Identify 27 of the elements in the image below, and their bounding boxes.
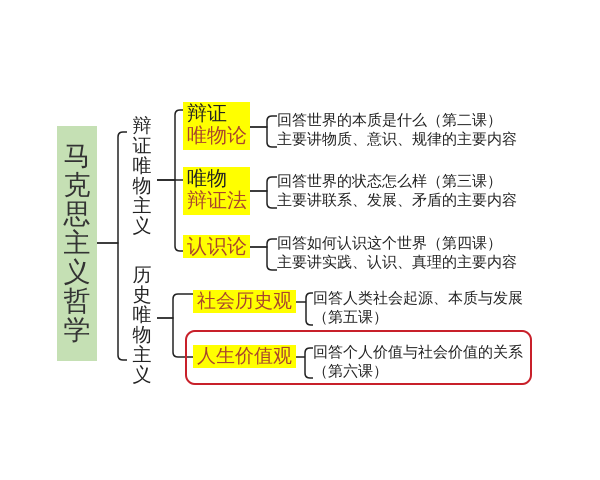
bracket: [295, 292, 314, 326]
bracket: [157, 179, 183, 252]
title-box: [57, 126, 97, 361]
description-text: 回答个人价值与社会价值的关系（第六课）: [313, 344, 529, 382]
branch-label: 历史唯物主义: [127, 266, 157, 386]
topic-label: 辩证法: [187, 190, 247, 212]
topic-label: 社会历史观: [197, 291, 293, 313]
topic-box: [183, 167, 250, 215]
description-text: 主要讲联系、发展、矛盾的主要内容: [277, 192, 529, 211]
bracket: [157, 317, 193, 358]
bracket: [250, 190, 277, 209]
topic-label: 唯物论: [187, 125, 247, 147]
topic-label: 人生价值观: [197, 346, 293, 368]
topic-label: 认识论: [187, 236, 247, 258]
description-text: 主要讲实践、认识、真理的主要内容: [277, 254, 529, 273]
title-label: 马克思主义哲学: [62, 142, 92, 345]
description-text: 回答世界的状态怎么样（第三课）: [277, 173, 529, 192]
topic-box: [183, 102, 250, 150]
topic-label: 辩证: [187, 103, 228, 125]
highlight-frame: [185, 330, 532, 385]
description-text: 回答人类社会起源、本质与发展（第五课）: [313, 290, 529, 328]
description-text: 回答如何认识这个世界（第四课）: [277, 235, 529, 254]
branch-label: 辩证唯物主义: [127, 117, 157, 237]
topic-label: 唯物: [187, 168, 228, 190]
description-text: 主要讲物质、意识、规律的主要内容: [277, 131, 529, 150]
bracket: [295, 347, 314, 379]
description-text: 回答世界的本质是什么（第二课）: [277, 112, 529, 131]
